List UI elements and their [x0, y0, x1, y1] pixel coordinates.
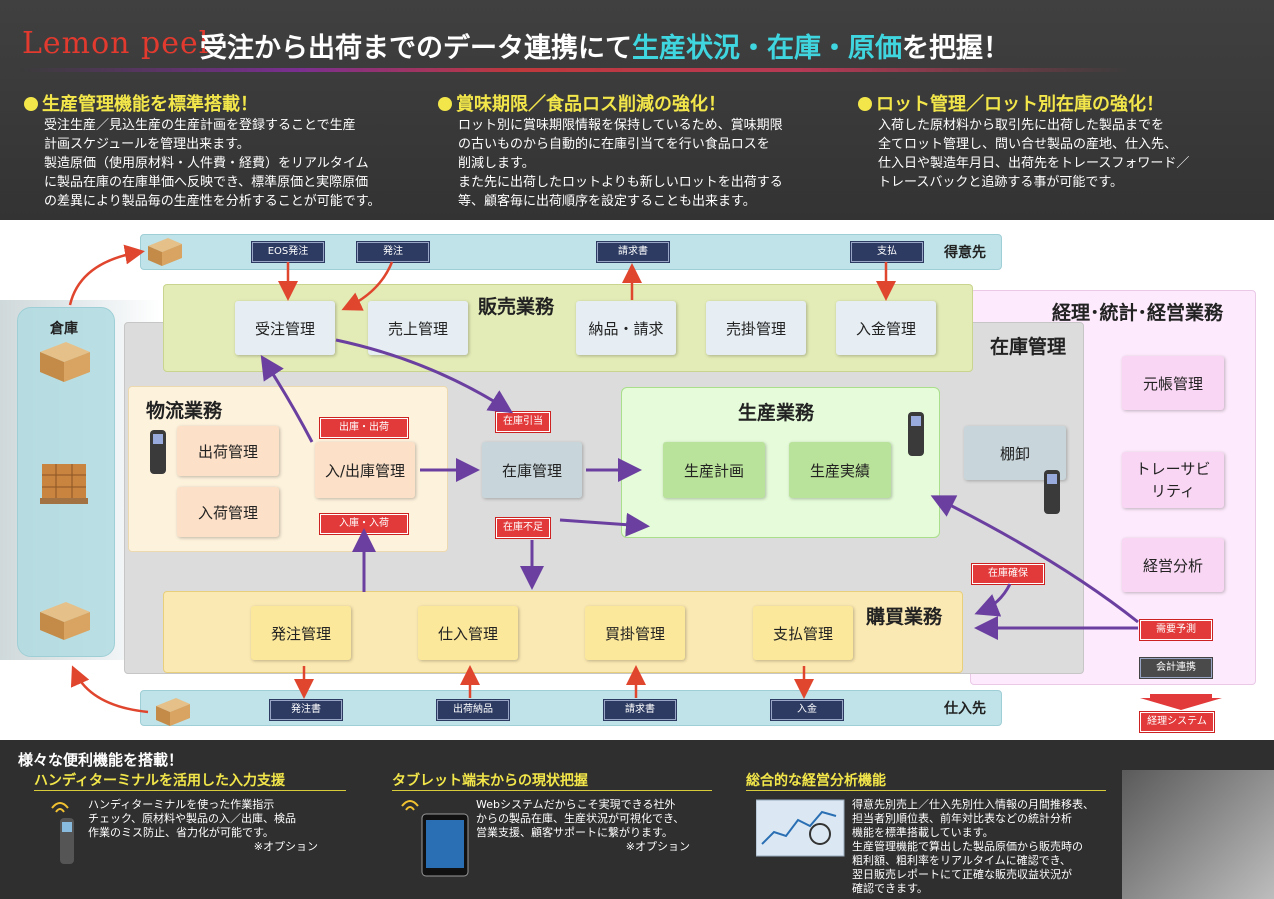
bullet-dot-icon — [24, 97, 38, 111]
customer-tag-invoice: 請求書 — [597, 242, 669, 262]
tablet-icon — [401, 800, 469, 877]
purchasing-management-box: 仕入管理 — [418, 606, 518, 660]
footer-head-tablet: タブレット端末からの現状把握 — [392, 770, 712, 791]
supplier-tag-invoice: 請求書 — [604, 700, 676, 720]
handheld-terminal-icon — [51, 802, 74, 864]
footer-head-handy: ハンディターミナルを活用した入力支援 — [34, 770, 346, 791]
production-result-box: 生産実績 — [789, 442, 891, 498]
customer-tag-eos-order: EOS発注 — [252, 242, 324, 262]
cardboard-box-icon — [148, 238, 182, 266]
accounting-title: 経理･統計･経営業務 — [1052, 302, 1224, 324]
cardboard-box-icon — [156, 698, 190, 726]
footer-head-analysis: 総合的な経営分析機能 — [746, 770, 1106, 791]
pallet-boxes-icon — [40, 464, 88, 504]
customer-label: 得意先 — [944, 245, 986, 261]
management-analysis-box: 経営分析 — [1122, 538, 1224, 592]
feature-body-expiry: ロット別に賞味期限情報を保持しているため、賞味期限の古いものから自動的に在庫引当… — [458, 118, 783, 209]
footer-body-handy: ハンディターミナルを使った作業指示チェック、原材料や製品の入／出庫、検品作業のミ… — [88, 798, 338, 854]
inventory-title: 在庫管理 — [990, 336, 1067, 358]
handheld-terminal-icon — [908, 412, 924, 456]
order-management-box: 受注管理 — [235, 301, 335, 355]
delivery-billing-box: 納品・請求 — [576, 301, 676, 355]
purchase-order-box: 発注管理 — [251, 606, 351, 660]
supplier-tag-delivery: 出荷納品 — [437, 700, 509, 720]
supplier-tag-po: 発注書 — [270, 700, 342, 720]
sales-title: 販売業務 — [478, 296, 555, 318]
payment-management-box: 支払管理 — [753, 606, 853, 660]
feature-title-expiry: 賞味期限／食品ロス削減の強化！ — [438, 90, 726, 116]
feature-body-production: 受注生産／見込生産の生産計画を登録することで生産計画スケジュールを管理出来ます。… — [44, 118, 381, 209]
brand-logo: Lemon peel — [22, 26, 210, 61]
sales-management-box: 売上管理 — [368, 301, 468, 355]
analysis-chart-icon — [756, 799, 845, 857]
headline-rule — [20, 68, 1130, 72]
feature-body-lot: 入荷した原材料から取引先に出荷した製品までを全てロット管理し、問い合せ製品の産地… — [878, 118, 1190, 190]
down-arrow-icon — [1140, 694, 1222, 710]
footer-title: 様々な便利機能を搭載！ — [18, 751, 184, 769]
cardboard-box-icon — [40, 342, 90, 382]
tag-stock-reserve: 在庫確保 — [972, 564, 1044, 584]
tag-stock-shortage: 在庫不足 — [496, 518, 550, 538]
payables-box: 買掛管理 — [585, 606, 685, 660]
footer-body-tablet: Webシステムだからこそ実現できる社外からの製品在庫、生産状況が可視化でき、営業… — [476, 798, 716, 854]
warehouse-label: 倉庫 — [50, 321, 78, 337]
accounting-link-tag: 会計連携 — [1140, 658, 1212, 678]
production-plan-box: 生産計画 — [663, 442, 765, 498]
flow-arrows-purple — [260, 338, 1139, 640]
accounting-system-tag: 経理システム — [1140, 712, 1214, 732]
supplier-tag-deposit: 入金 — [771, 700, 843, 720]
handheld-terminal-icon — [150, 430, 166, 474]
customer-tag-order: 発注 — [357, 242, 429, 262]
handheld-terminal-icon — [1044, 470, 1060, 514]
option-note: ※オプション — [253, 840, 318, 853]
bullet-dot-icon — [858, 97, 872, 111]
logistics-title: 物流業務 — [146, 400, 223, 422]
factory-photo — [1122, 770, 1274, 899]
bullet-dot-icon — [438, 97, 452, 111]
tag-outbound-shipping: 出庫・出荷 — [320, 418, 408, 438]
cardboard-box-icon — [40, 602, 90, 640]
receiving-management-box: 入荷管理 — [177, 487, 279, 537]
traceability-box: トレーサビリティ — [1122, 452, 1224, 508]
deposit-management-box: 入金管理 — [836, 301, 936, 355]
purchasing-title: 購買業務 — [866, 606, 943, 628]
headline: 受注から出荷までのデータ連携にて生産状況・在庫・原価を把握！ — [200, 26, 1010, 65]
in-out-management-box: 入/出庫管理 — [315, 442, 415, 498]
tag-stock-allocation: 在庫引当 — [496, 412, 550, 432]
feature-title-production: 生産管理機能を標準搭載！ — [24, 90, 258, 116]
headline-highlight: 生産状況・在庫・原価 — [632, 33, 902, 64]
supplier-label: 仕入先 — [944, 701, 986, 717]
demand-forecast-tag: 需要予測 — [1140, 620, 1212, 640]
receivables-box: 売掛管理 — [706, 301, 806, 355]
footer-body-analysis: 得意先別売上／仕入先別仕入情報の月間推移表、担当者別順位表、前年対比表などの統計… — [852, 798, 1094, 895]
feature-title-lot: ロット管理／ロット別在庫の強化！ — [858, 90, 1164, 116]
headline-pre: 受注から出荷までのデータ連携にて — [200, 33, 632, 64]
production-title: 生産業務 — [738, 402, 815, 424]
headline-post: を把握！ — [902, 33, 1010, 64]
flow-arrows-red — [68, 244, 896, 714]
footer-panel — [0, 740, 1274, 899]
customer-tag-payment: 支払 — [851, 242, 923, 262]
header-panel: Lemon peel 受注から出荷までのデータ連携にて生産状況・在庫・原価を把握… — [0, 0, 1274, 220]
option-note: ※オプション — [625, 840, 690, 853]
ledger-box: 元帳管理 — [1122, 356, 1224, 410]
shipping-management-box: 出荷管理 — [177, 426, 279, 476]
inventory-management-box: 在庫管理 — [482, 442, 582, 498]
